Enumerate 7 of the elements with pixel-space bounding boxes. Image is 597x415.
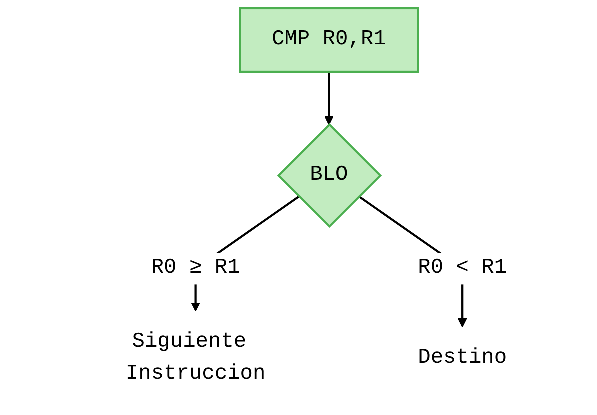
edge-label: R0 ≥ R1 <box>151 256 240 281</box>
node-text: Siguiente Instruccion <box>126 330 266 386</box>
node-diamond: BLO <box>277 123 382 228</box>
arrow <box>324 72 334 126</box>
edge-label: R0 < R1 <box>418 256 508 281</box>
node-text: Destino <box>418 346 508 371</box>
node-box: CMP R0,R1 <box>239 7 420 74</box>
